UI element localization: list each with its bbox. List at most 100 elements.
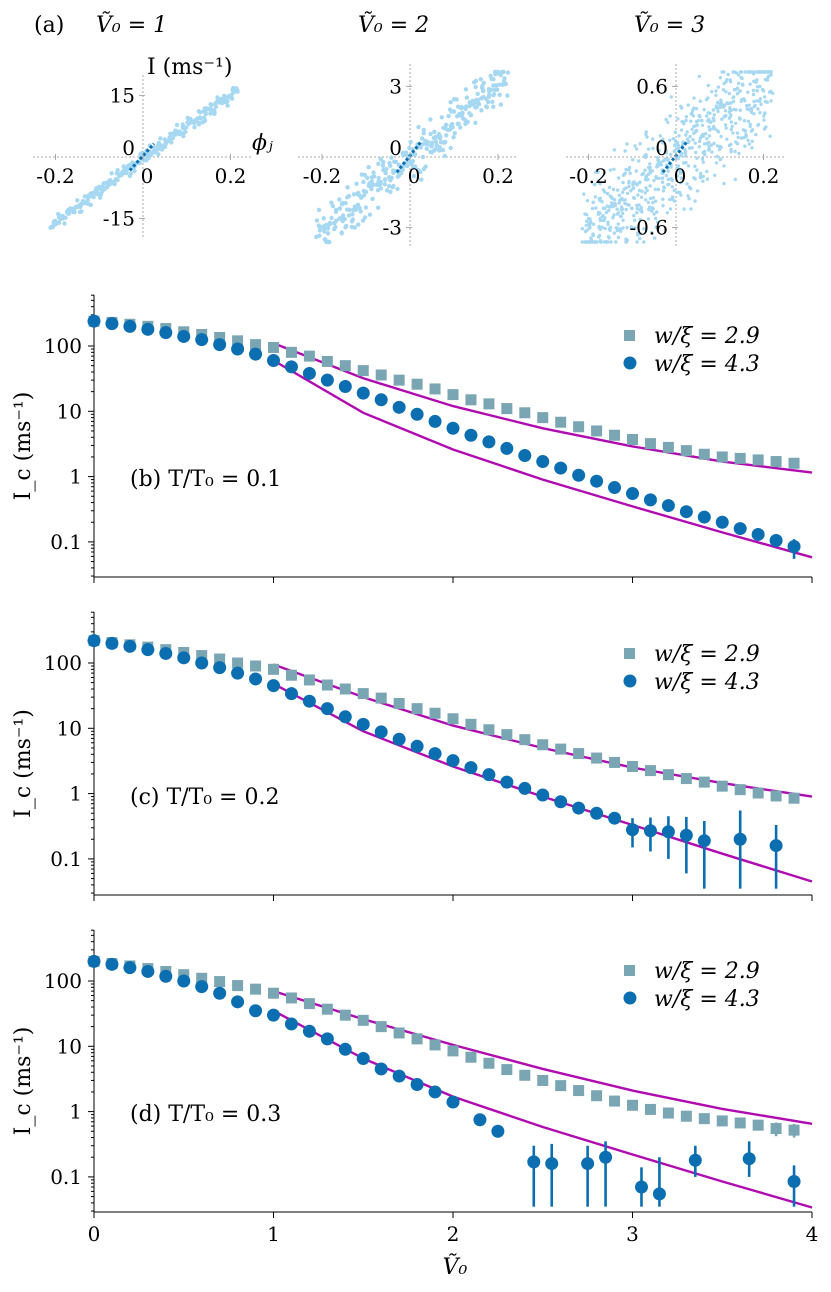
scatter-point: [600, 225, 604, 229]
scatter-point: [108, 181, 113, 187]
scatter-point: [763, 111, 767, 115]
scatter-point: [691, 114, 695, 118]
scatter-point: [672, 188, 676, 193]
scatter-point: [701, 174, 705, 179]
scatter-point: [442, 140, 447, 145]
scatter-point: [743, 70, 747, 74]
scatter-point: [695, 156, 699, 160]
x-axis-label: Ṽ₀: [443, 1252, 468, 1280]
square-marker: [519, 1069, 531, 1081]
scatter-point: [684, 115, 689, 119]
scatter-point: [410, 158, 416, 164]
scatter-point: [760, 70, 765, 74]
square-marker: [375, 1021, 387, 1033]
scatter-point: [689, 187, 693, 191]
circle-marker: [410, 1078, 424, 1092]
scatter-point: [115, 168, 120, 173]
scatter-point: [339, 231, 344, 236]
circle-marker: [527, 1155, 541, 1169]
scatter-point: [361, 193, 367, 198]
scatter-point: [693, 199, 697, 203]
scatter-point: [752, 104, 757, 109]
square-marker: [303, 998, 315, 1010]
scatter-point: [755, 85, 760, 89]
scatter-point: [387, 184, 392, 189]
scatter-point: [624, 167, 628, 172]
square-marker: [411, 1033, 423, 1045]
scatter-point: [750, 146, 754, 150]
scatter-point: [668, 138, 672, 142]
x-tick-label: 3: [626, 1222, 639, 1246]
scatter-point: [651, 201, 655, 205]
scatter-point: [635, 211, 639, 215]
scatter-point: [132, 168, 137, 174]
circle-marker: [572, 468, 586, 482]
scatter-point: [124, 168, 129, 173]
scatter-point: [643, 191, 647, 195]
scatter-point: [653, 187, 657, 191]
scatter-point: [337, 206, 343, 211]
scatter-point: [712, 113, 716, 117]
scatter-point: [711, 126, 715, 131]
phase-current-cloud: [314, 69, 511, 245]
circle-marker: [715, 515, 729, 529]
circle-marker: [392, 732, 406, 746]
scatter-point: [474, 104, 479, 110]
scatter-point: [648, 196, 653, 201]
scatter-point: [423, 164, 428, 169]
square-marker: [393, 697, 405, 709]
square-marker: [716, 1115, 728, 1127]
scatter-point: [325, 226, 331, 231]
scatter-point: [679, 153, 684, 158]
scatter-point: [706, 111, 710, 115]
legend-label: w/ξ = 4.3: [654, 670, 760, 695]
scatter-point: [689, 119, 693, 123]
scatter-point: [633, 226, 637, 230]
scatter-point: [481, 88, 486, 94]
circle-marker: [554, 795, 568, 809]
square-marker: [411, 703, 423, 715]
scatter-point: [696, 119, 700, 123]
scatter-point: [654, 216, 658, 221]
scatter-point: [700, 123, 705, 128]
scatter-point: [201, 109, 206, 114]
scatter-point: [747, 103, 751, 108]
scatter-point: [634, 169, 639, 173]
scatter-point: [735, 92, 740, 96]
scatter-point: [451, 135, 456, 140]
square-marker: [501, 1064, 513, 1076]
scatter-point: [695, 189, 700, 193]
circle-marker: [500, 441, 514, 455]
scatter-point: [666, 120, 670, 125]
y-axis-label: I_c (ms⁻¹): [11, 392, 36, 501]
circle-marker: [338, 710, 352, 724]
panel-a-x-axis-label: ϕⱼ: [252, 131, 273, 156]
scatter-point: [679, 104, 683, 109]
scatter-point: [633, 144, 637, 148]
scatter-point: [355, 191, 360, 197]
scatter-point: [758, 84, 762, 89]
scatter-point: [685, 130, 689, 134]
fit-curve: [272, 1009, 813, 1209]
scatter-point: [709, 143, 714, 147]
scatter-point: [638, 180, 642, 184]
scatter-point: [660, 180, 665, 184]
y-tick-label: 0.6: [636, 74, 668, 98]
scatter-point: [694, 150, 698, 155]
circle-marker: [105, 317, 119, 331]
scatter-point: [714, 161, 719, 165]
scatter-point: [421, 131, 426, 136]
scatter-point: [685, 182, 689, 186]
scatter-point: [744, 134, 748, 138]
scatter-point: [491, 77, 496, 82]
scatter-point: [128, 171, 134, 176]
square-marker: [698, 1113, 710, 1125]
scatter-point: [403, 150, 409, 155]
scatter-point: [729, 127, 733, 132]
scatter-point: [726, 72, 730, 77]
scatter-point: [621, 190, 625, 195]
y-tick-label: 0: [122, 136, 135, 160]
scatter-point: [490, 99, 495, 105]
scatter-point: [627, 168, 631, 172]
